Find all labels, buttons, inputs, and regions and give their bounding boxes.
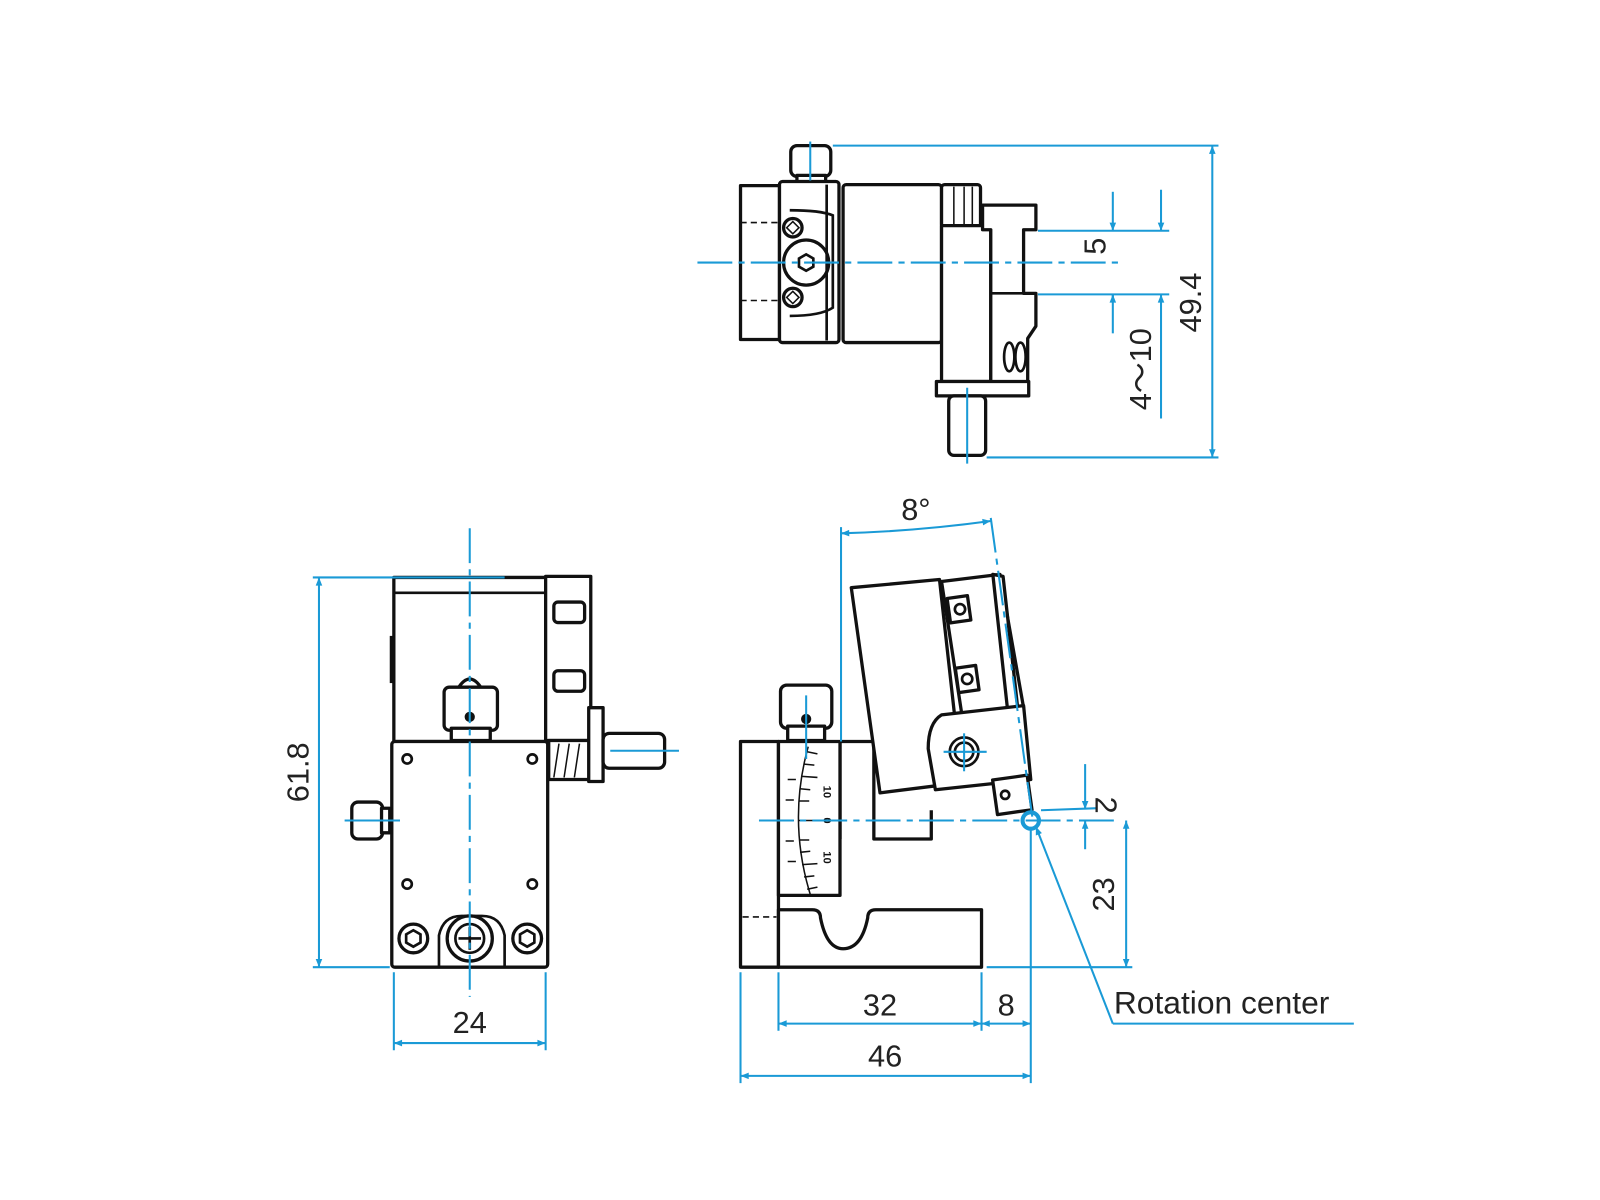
- bottom-flange: [934, 379, 1031, 398]
- dim-49-4: 49.4: [1173, 273, 1208, 333]
- knurled-ring: [939, 182, 983, 230]
- dim-61-8: 61.8: [281, 742, 316, 802]
- dim-2: 2: [1088, 797, 1123, 814]
- dim-23: 23: [1086, 877, 1121, 911]
- tilted-head: [849, 572, 1034, 817]
- scale-label-10-bottom: 10: [821, 851, 833, 864]
- mount-plate: [939, 223, 993, 384]
- dim-4-10: 4～10: [1123, 328, 1158, 410]
- scale-ticks: [785, 746, 818, 895]
- top-view: 49.4 5 4～10: [697, 141, 1219, 464]
- rotation-center-label: Rotation center: [1114, 984, 1330, 1020]
- base-block: [776, 908, 984, 969]
- dim-8-deg: 8°: [901, 492, 930, 527]
- dim-5: 5: [1078, 238, 1113, 255]
- scale-label-10-top: 10: [821, 786, 833, 799]
- angle-scale: [776, 739, 842, 898]
- dim-24: 24: [453, 1005, 487, 1040]
- side-view: 10 0 10 8° 2: [738, 492, 1354, 1084]
- flange: [587, 706, 605, 784]
- dim-8: 8: [998, 987, 1015, 1022]
- base-left: [738, 739, 781, 969]
- dim-46: 46: [868, 1039, 902, 1074]
- dim-32: 32: [863, 987, 897, 1022]
- front-view: 61.8 24: [281, 528, 679, 1051]
